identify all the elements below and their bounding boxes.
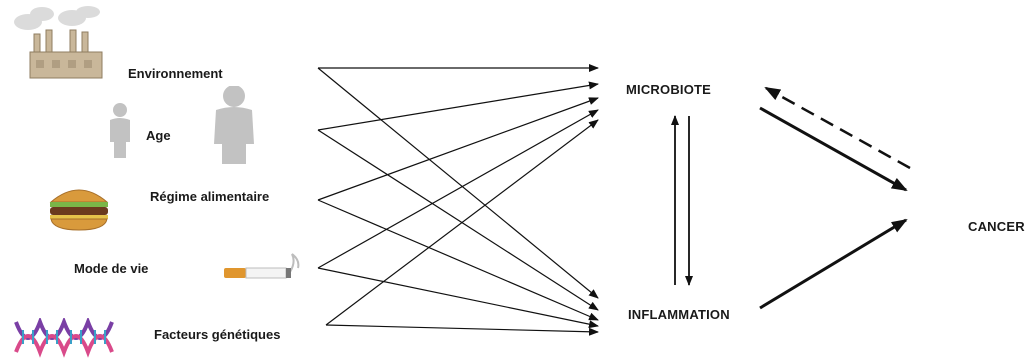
arrow-environnement-inflammation xyxy=(317,67,599,299)
dna-icon xyxy=(14,318,114,358)
arrow-regime-microbiote xyxy=(317,97,599,201)
arrow-genetique-microbiote xyxy=(325,119,599,326)
arrow-age-microbiote xyxy=(317,81,599,131)
node-inflammation: INFLAMMATION xyxy=(628,307,730,322)
node-microbiote: MICROBIOTE xyxy=(626,82,712,97)
arrow-inflammation-cancer xyxy=(759,218,908,310)
factor-label-mode-de-vie: Mode de vie xyxy=(74,261,149,276)
factor-label-age: Age xyxy=(146,128,171,143)
arrow-age-inflammation xyxy=(317,129,599,311)
arrow-modevie-inflammation xyxy=(317,267,599,329)
arrow-cancer-microbiote-dashed xyxy=(764,86,911,170)
factor-label-environnement: Environnement xyxy=(128,66,223,81)
arrow-microbiote-cancer xyxy=(759,106,908,192)
factor-label-genetiques: Facteurs génétiques xyxy=(154,327,281,342)
factor-label-regime: Régime alimentaire xyxy=(150,189,270,204)
arrow-genetique-inflammation xyxy=(325,324,599,336)
cigarette-icon xyxy=(224,253,300,279)
factory-icon xyxy=(14,6,103,79)
node-cancer: CANCER xyxy=(968,219,1025,234)
arrow-modevie-microbiote xyxy=(317,109,599,269)
burger-icon xyxy=(49,189,109,231)
arrow-regime-inflammation xyxy=(317,199,599,321)
people-silhouette-icon xyxy=(110,86,254,164)
